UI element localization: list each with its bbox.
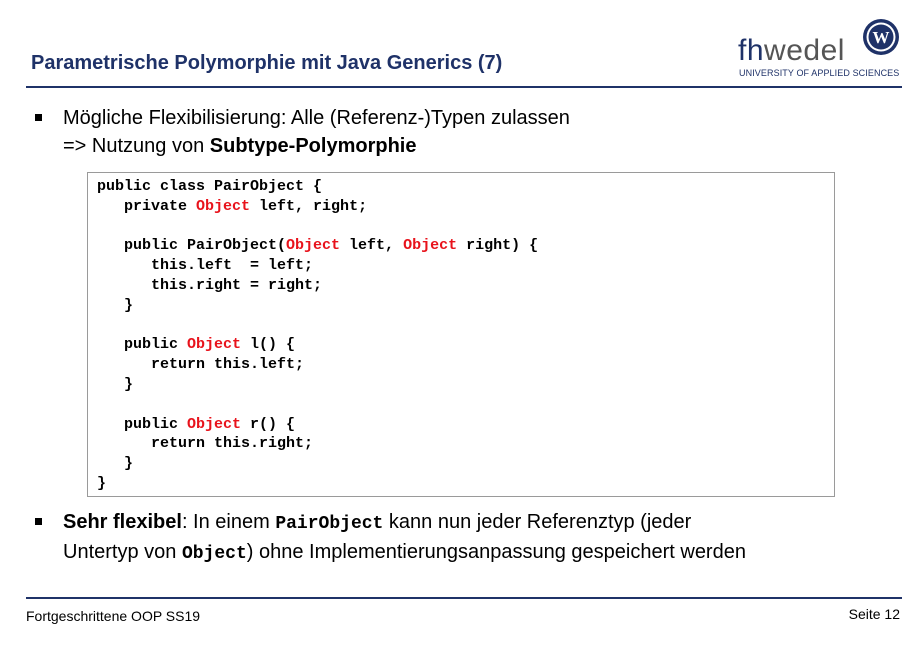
bullet-line: => Nutzung von Subtype-Polymorphie — [63, 135, 417, 157]
bullet-line: Sehr flexibel: In einem PairObject kann … — [63, 511, 692, 534]
inline-code: PairObject — [275, 514, 384, 534]
university-badge-icon: W — [863, 19, 899, 55]
bullet-line: Mögliche Flexibilisierung: Alle (Referen… — [63, 107, 570, 129]
code-listing: public class PairObject { private Object… — [97, 178, 539, 492]
footer-divider — [26, 597, 902, 599]
code-block: public class PairObject { private Object… — [87, 172, 835, 497]
bullet-square-icon — [35, 114, 42, 121]
inline-code: Object — [181, 544, 247, 564]
bullet-line: Untertyp von Object) ohne Implementierun… — [63, 541, 746, 564]
bold-term: Sehr flexibel — [63, 511, 182, 533]
page-number: Seite 12 — [848, 606, 900, 622]
footer-course: Fortgeschrittene OOP SS19 — [26, 608, 201, 624]
badge-letter: W — [873, 28, 890, 47]
logo-wordmark: fhwedel — [738, 34, 845, 67]
bullet-square-icon — [35, 518, 42, 525]
bold-term: Subtype-Polymorphie — [209, 135, 417, 157]
slide-title: Parametrische Polymorphie mit Java Gener… — [31, 52, 503, 74]
logo-subtitle: UNIVERSITY OF APPLIED SCIENCES — [739, 68, 900, 78]
header-divider — [26, 86, 902, 88]
fh-wedel-logo: fhwedel UNIVERSITY OF APPLIED SCIENCES W — [738, 18, 902, 78]
